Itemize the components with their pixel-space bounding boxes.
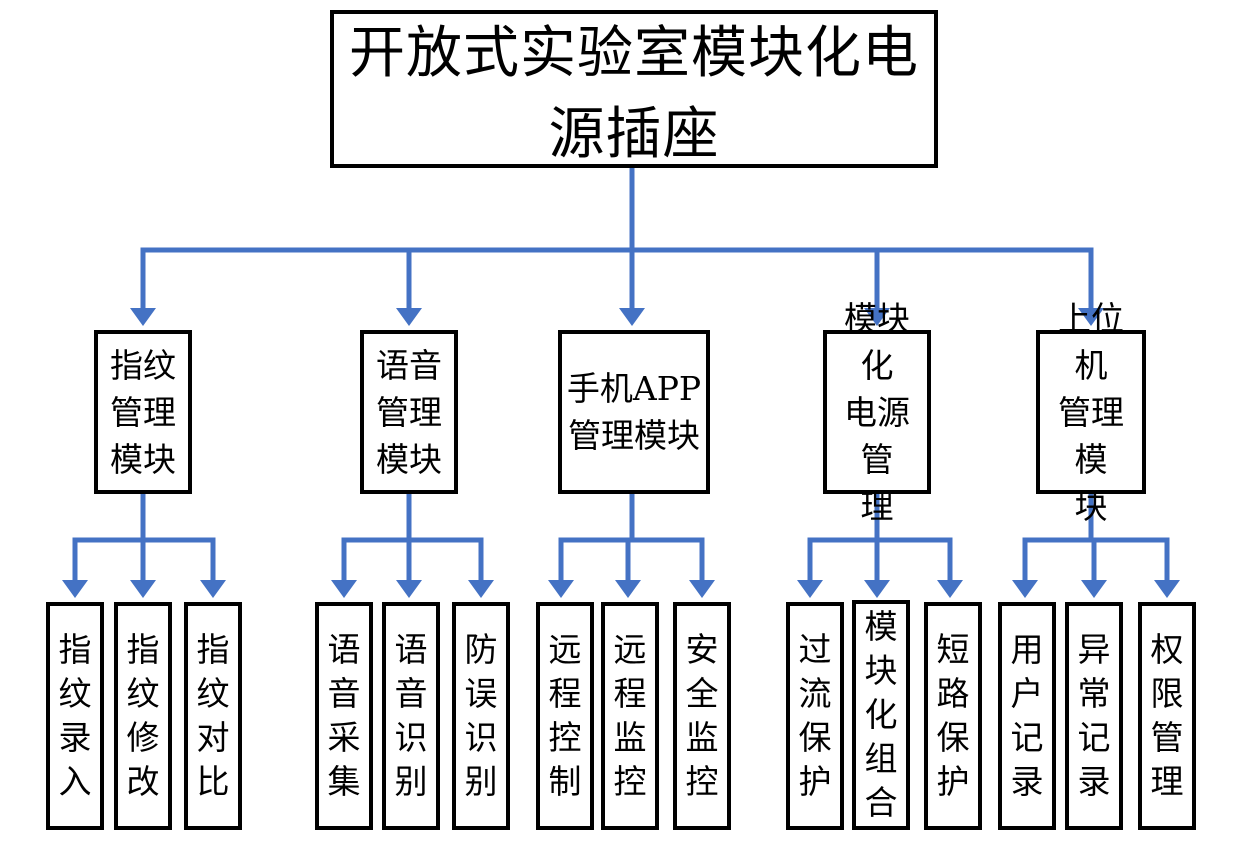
leaf-fingerprint-enroll: 指 纹 录 入 [46,602,104,830]
arrow-group-0-leaf-0-head [62,580,88,598]
arrow-module-4-head [1078,308,1104,326]
leaf-user-records: 用 户 记 录 [998,602,1056,830]
leaf-modular-combination: 模 块 化 组 合 [852,600,910,830]
arrow-group-2-leaf-2-head [689,580,715,598]
arrow-group-1-leaf-1-head [396,580,422,598]
arrow-module-3-head [864,308,890,326]
arrow-group-2-leaf-0-head [548,580,574,598]
arrow-group-3-leaf-2-head [937,580,963,598]
module-mobile-app: 手机APP 管理模块 [558,330,710,494]
leaf-exception-records: 异 常 记 录 [1065,602,1123,830]
arrow-group-3-leaf-1-head [864,580,890,598]
module-host-pc: 上位机 管理模 块 [1036,299,1146,526]
leaf-permission-management: 权 限 管 理 [1138,602,1196,830]
module-fingerprint: 指纹 管理 模块 [94,330,192,494]
arrow-group-1-leaf-2-head [468,580,494,598]
leaf-fingerprint-compare: 指 纹 对 比 [184,602,242,830]
arrow-group-4-leaf-0-head [1012,580,1038,598]
leaf-voice-capture: 语 音 采 集 [315,602,373,830]
leaf-remote-control: 远 程 控 制 [536,602,594,830]
leaf-overcurrent-protection: 过 流 保 护 [786,602,844,830]
arrow-group-1-leaf-0-head [331,580,357,598]
leaf-voice-recognize: 语 音 识 别 [382,602,440,830]
module-voice: 语音 管理 模块 [360,330,458,494]
arrow-module-1-head [396,308,422,326]
arrow-module-2-head [619,308,645,326]
leaf-safety-monitor: 安 全 监 控 [673,602,731,830]
arrow-group-4-leaf-2-head [1154,580,1180,598]
leaf-remote-monitor: 远 程 监 控 [601,602,659,830]
leaf-fingerprint-modify: 指 纹 修 改 [114,602,172,830]
leaf-short-circuit-protection: 短 路 保 护 [924,602,982,830]
arrow-group-2-leaf-1-head [615,580,641,598]
arrow-group-0-leaf-1-head [130,580,156,598]
arrow-group-4-leaf-1-head [1081,580,1107,598]
root-node: 开放式实验室模块化电源插座 [330,10,938,168]
arrow-group-3-leaf-0-head [797,580,823,598]
leaf-anti-misrecognition: 防 误 识 别 [452,602,510,830]
arrow-group-0-leaf-2-head [200,580,226,598]
module-power-management: 模块化 电源管 理 [823,299,931,526]
arrow-module-0-head [130,308,156,326]
